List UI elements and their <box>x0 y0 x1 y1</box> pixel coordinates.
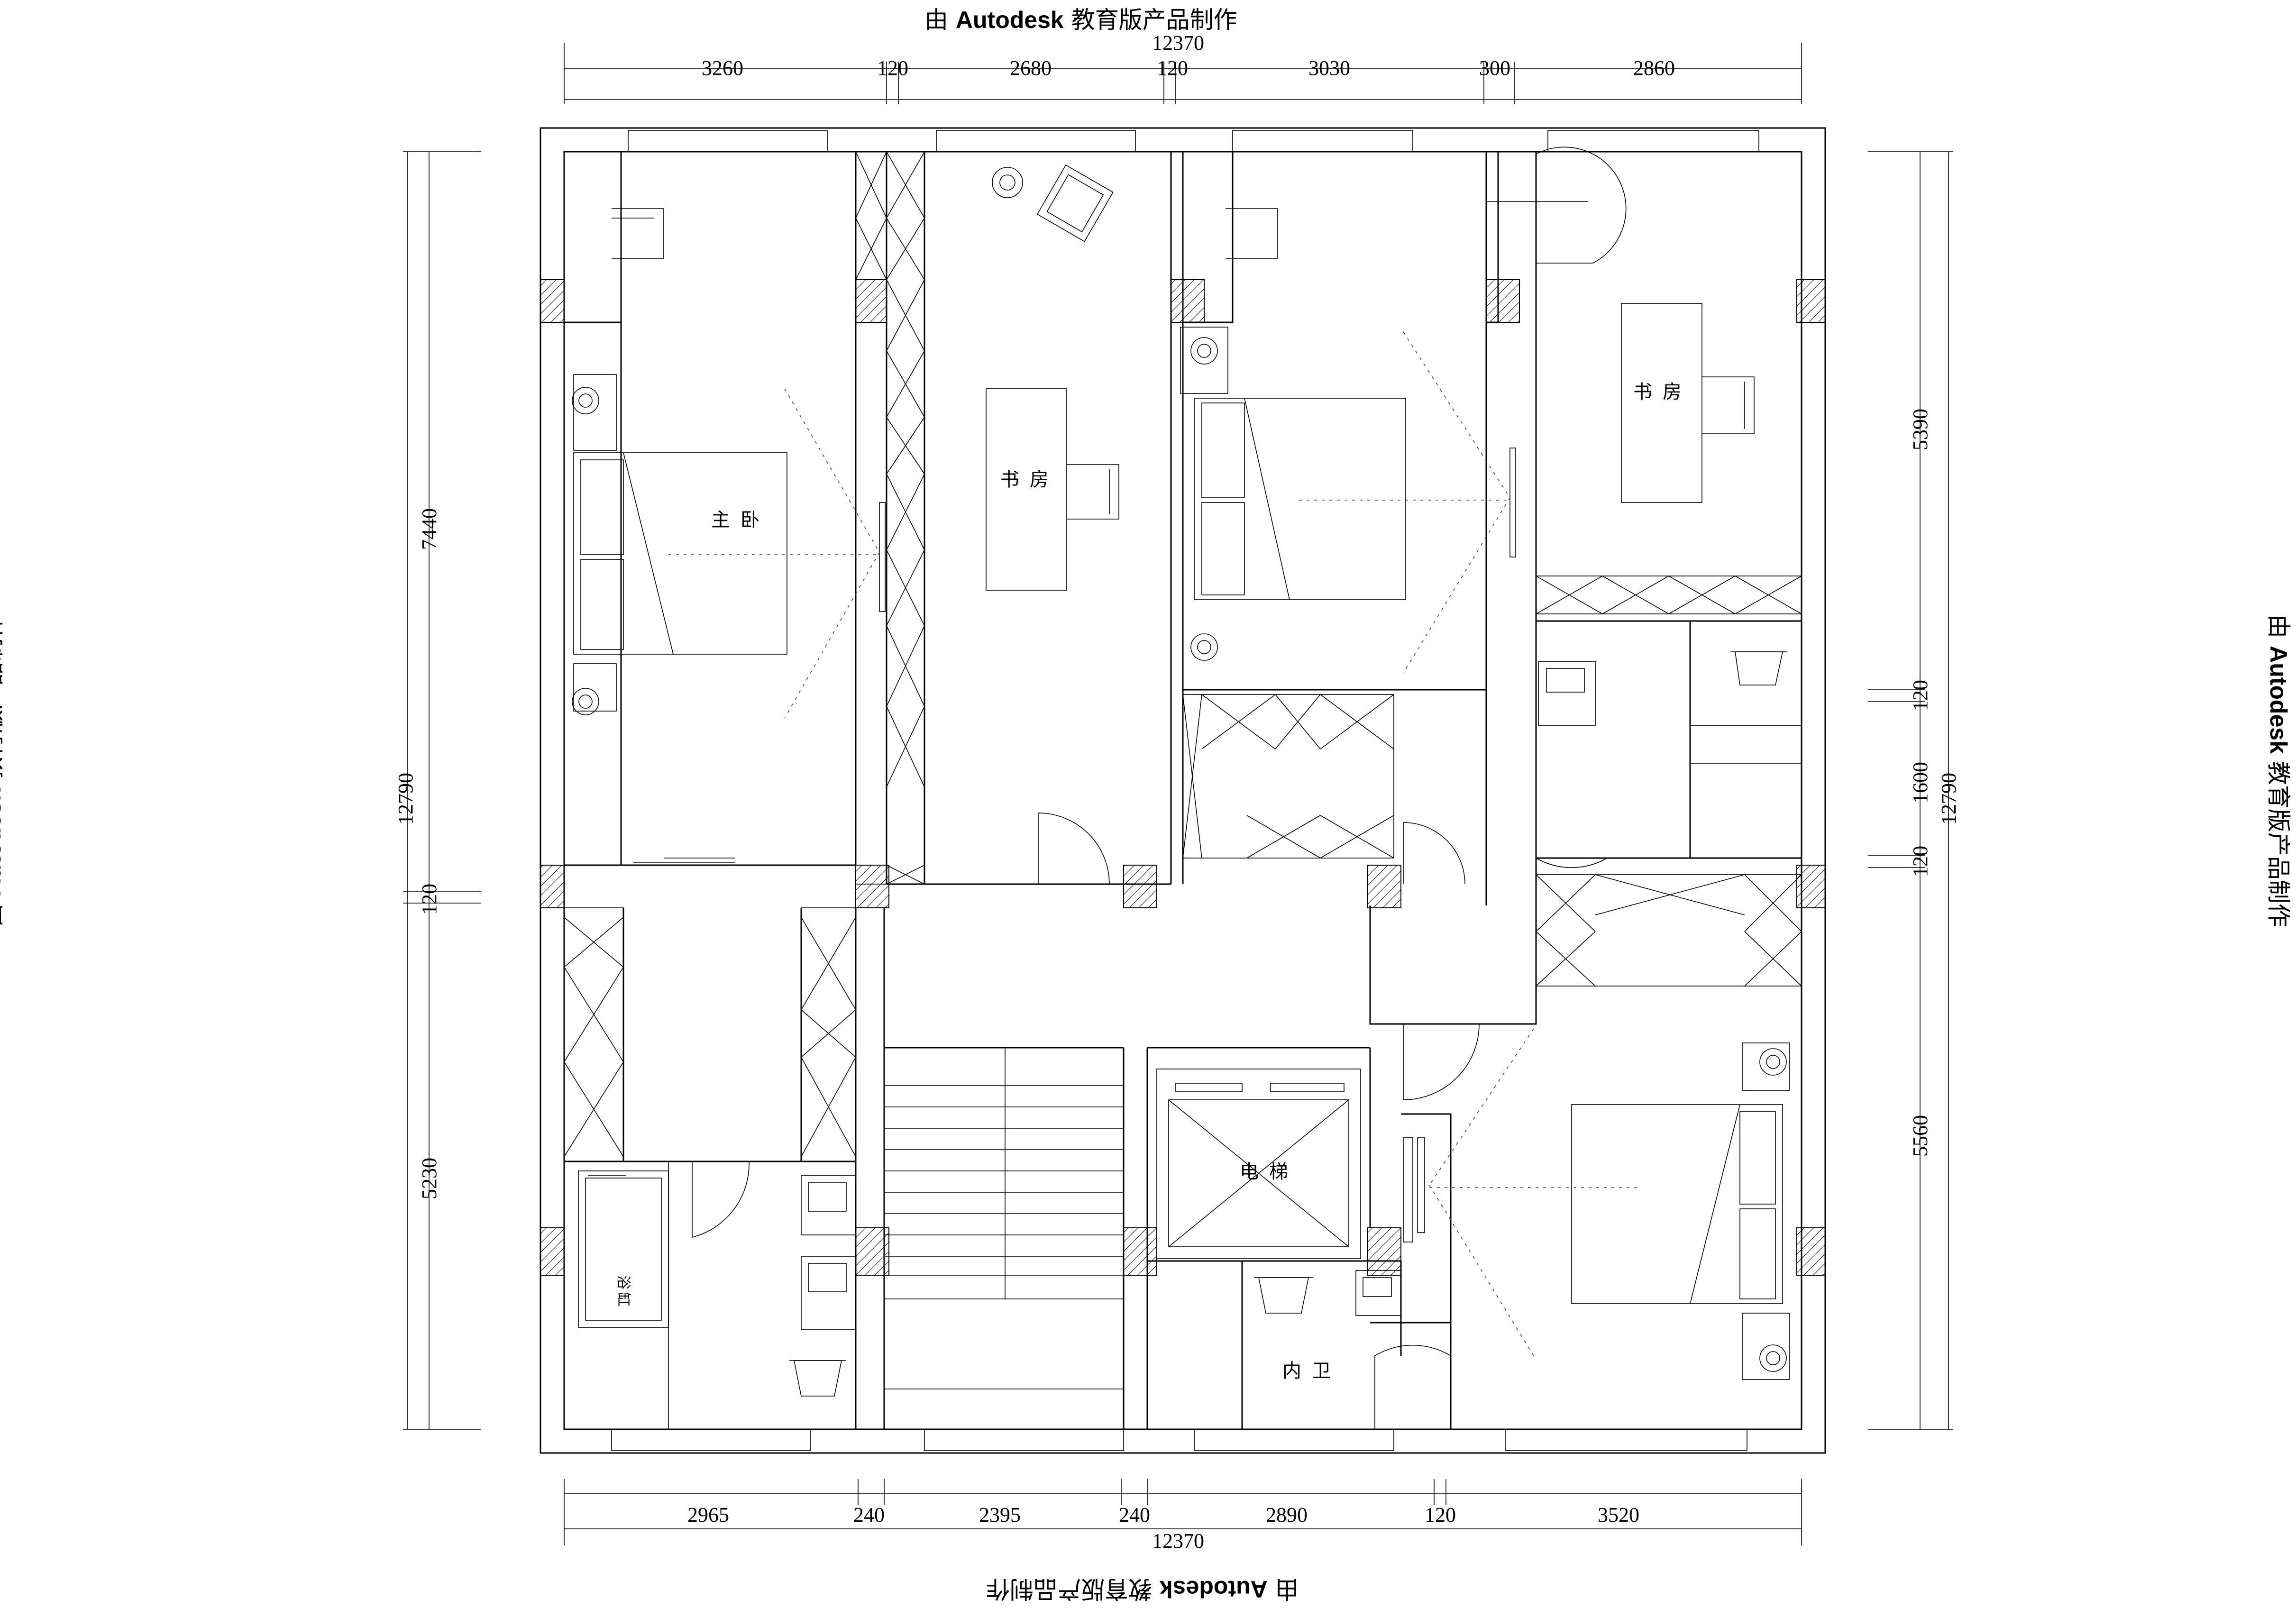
furniture <box>572 164 1802 1429</box>
watermark-top: 由 Autodesk 教育版产品制作 <box>924 1 1237 35</box>
dim-top-6: 300 <box>1479 56 1510 80</box>
dim-bottom-7: 3520 <box>1598 1503 1639 1526</box>
dim-bottom-3: 2395 <box>979 1503 1021 1526</box>
dim-bottom-2: 240 <box>853 1503 885 1526</box>
dim-left-total: 12790 <box>394 773 417 825</box>
columns <box>540 279 1826 1276</box>
wardrobes <box>564 151 1802 1162</box>
room-label-bathtub: 浴缸 <box>615 1275 631 1309</box>
dim-bottom-total: 12370 <box>1152 1529 1204 1553</box>
room-label-study-1: 书房 <box>1000 469 1059 491</box>
watermark-top-suffix: 教育版产品制作 <box>1071 6 1237 34</box>
room-label-study-2: 书房 <box>1633 381 1692 403</box>
dim-top-1: 3260 <box>702 56 743 80</box>
dim-bottom-1: 2965 <box>687 1503 729 1526</box>
room-label-elevator: 电梯 <box>1240 1161 1299 1183</box>
dim-left-3: 5230 <box>418 1158 441 1199</box>
dim-top-2: 120 <box>877 56 908 80</box>
dim-bottom-6: 120 <box>1425 1503 1456 1526</box>
dimension-bottom: 2965 240 2395 240 2890 120 3520 12370 <box>564 1479 1802 1553</box>
dim-right-3: 1600 <box>1909 762 1932 804</box>
dimension-right: 5390 120 1600 120 5560 12790 <box>1868 151 1960 1430</box>
dimension-top: 12370 3260 120 2680 120 3030 300 2860 <box>564 31 1802 104</box>
dim-right-1: 5390 <box>1909 409 1932 450</box>
dim-right-5: 5560 <box>1909 1115 1932 1157</box>
dim-bottom-5: 2890 <box>1266 1503 1308 1526</box>
dim-left-1: 7440 <box>418 508 441 550</box>
room-label-master-bedroom: 主卧 <box>711 509 770 531</box>
view-lines <box>668 331 1640 1356</box>
dim-top-total: 12370 <box>1152 31 1204 55</box>
room-label-inner-bath: 内卫 <box>1282 1360 1341 1382</box>
dim-top-4: 120 <box>1157 56 1188 80</box>
watermark-top-prefix: 由 <box>924 6 948 34</box>
watermark-top-brand: Autodesk <box>955 7 1064 33</box>
dim-top-7: 2860 <box>1633 56 1675 80</box>
dim-top-3: 2680 <box>1010 56 1052 80</box>
dim-right-4: 120 <box>1909 846 1932 877</box>
dim-right-total: 12790 <box>1937 773 1960 825</box>
doors <box>692 146 1627 1429</box>
dim-left-2: 120 <box>418 884 441 915</box>
dimension-left: 7440 120 5230 12790 <box>394 151 481 1430</box>
dim-bottom-4: 240 <box>1119 1503 1150 1526</box>
dim-right-2: 120 <box>1909 680 1932 711</box>
dim-top-5: 3030 <box>1308 56 1350 80</box>
